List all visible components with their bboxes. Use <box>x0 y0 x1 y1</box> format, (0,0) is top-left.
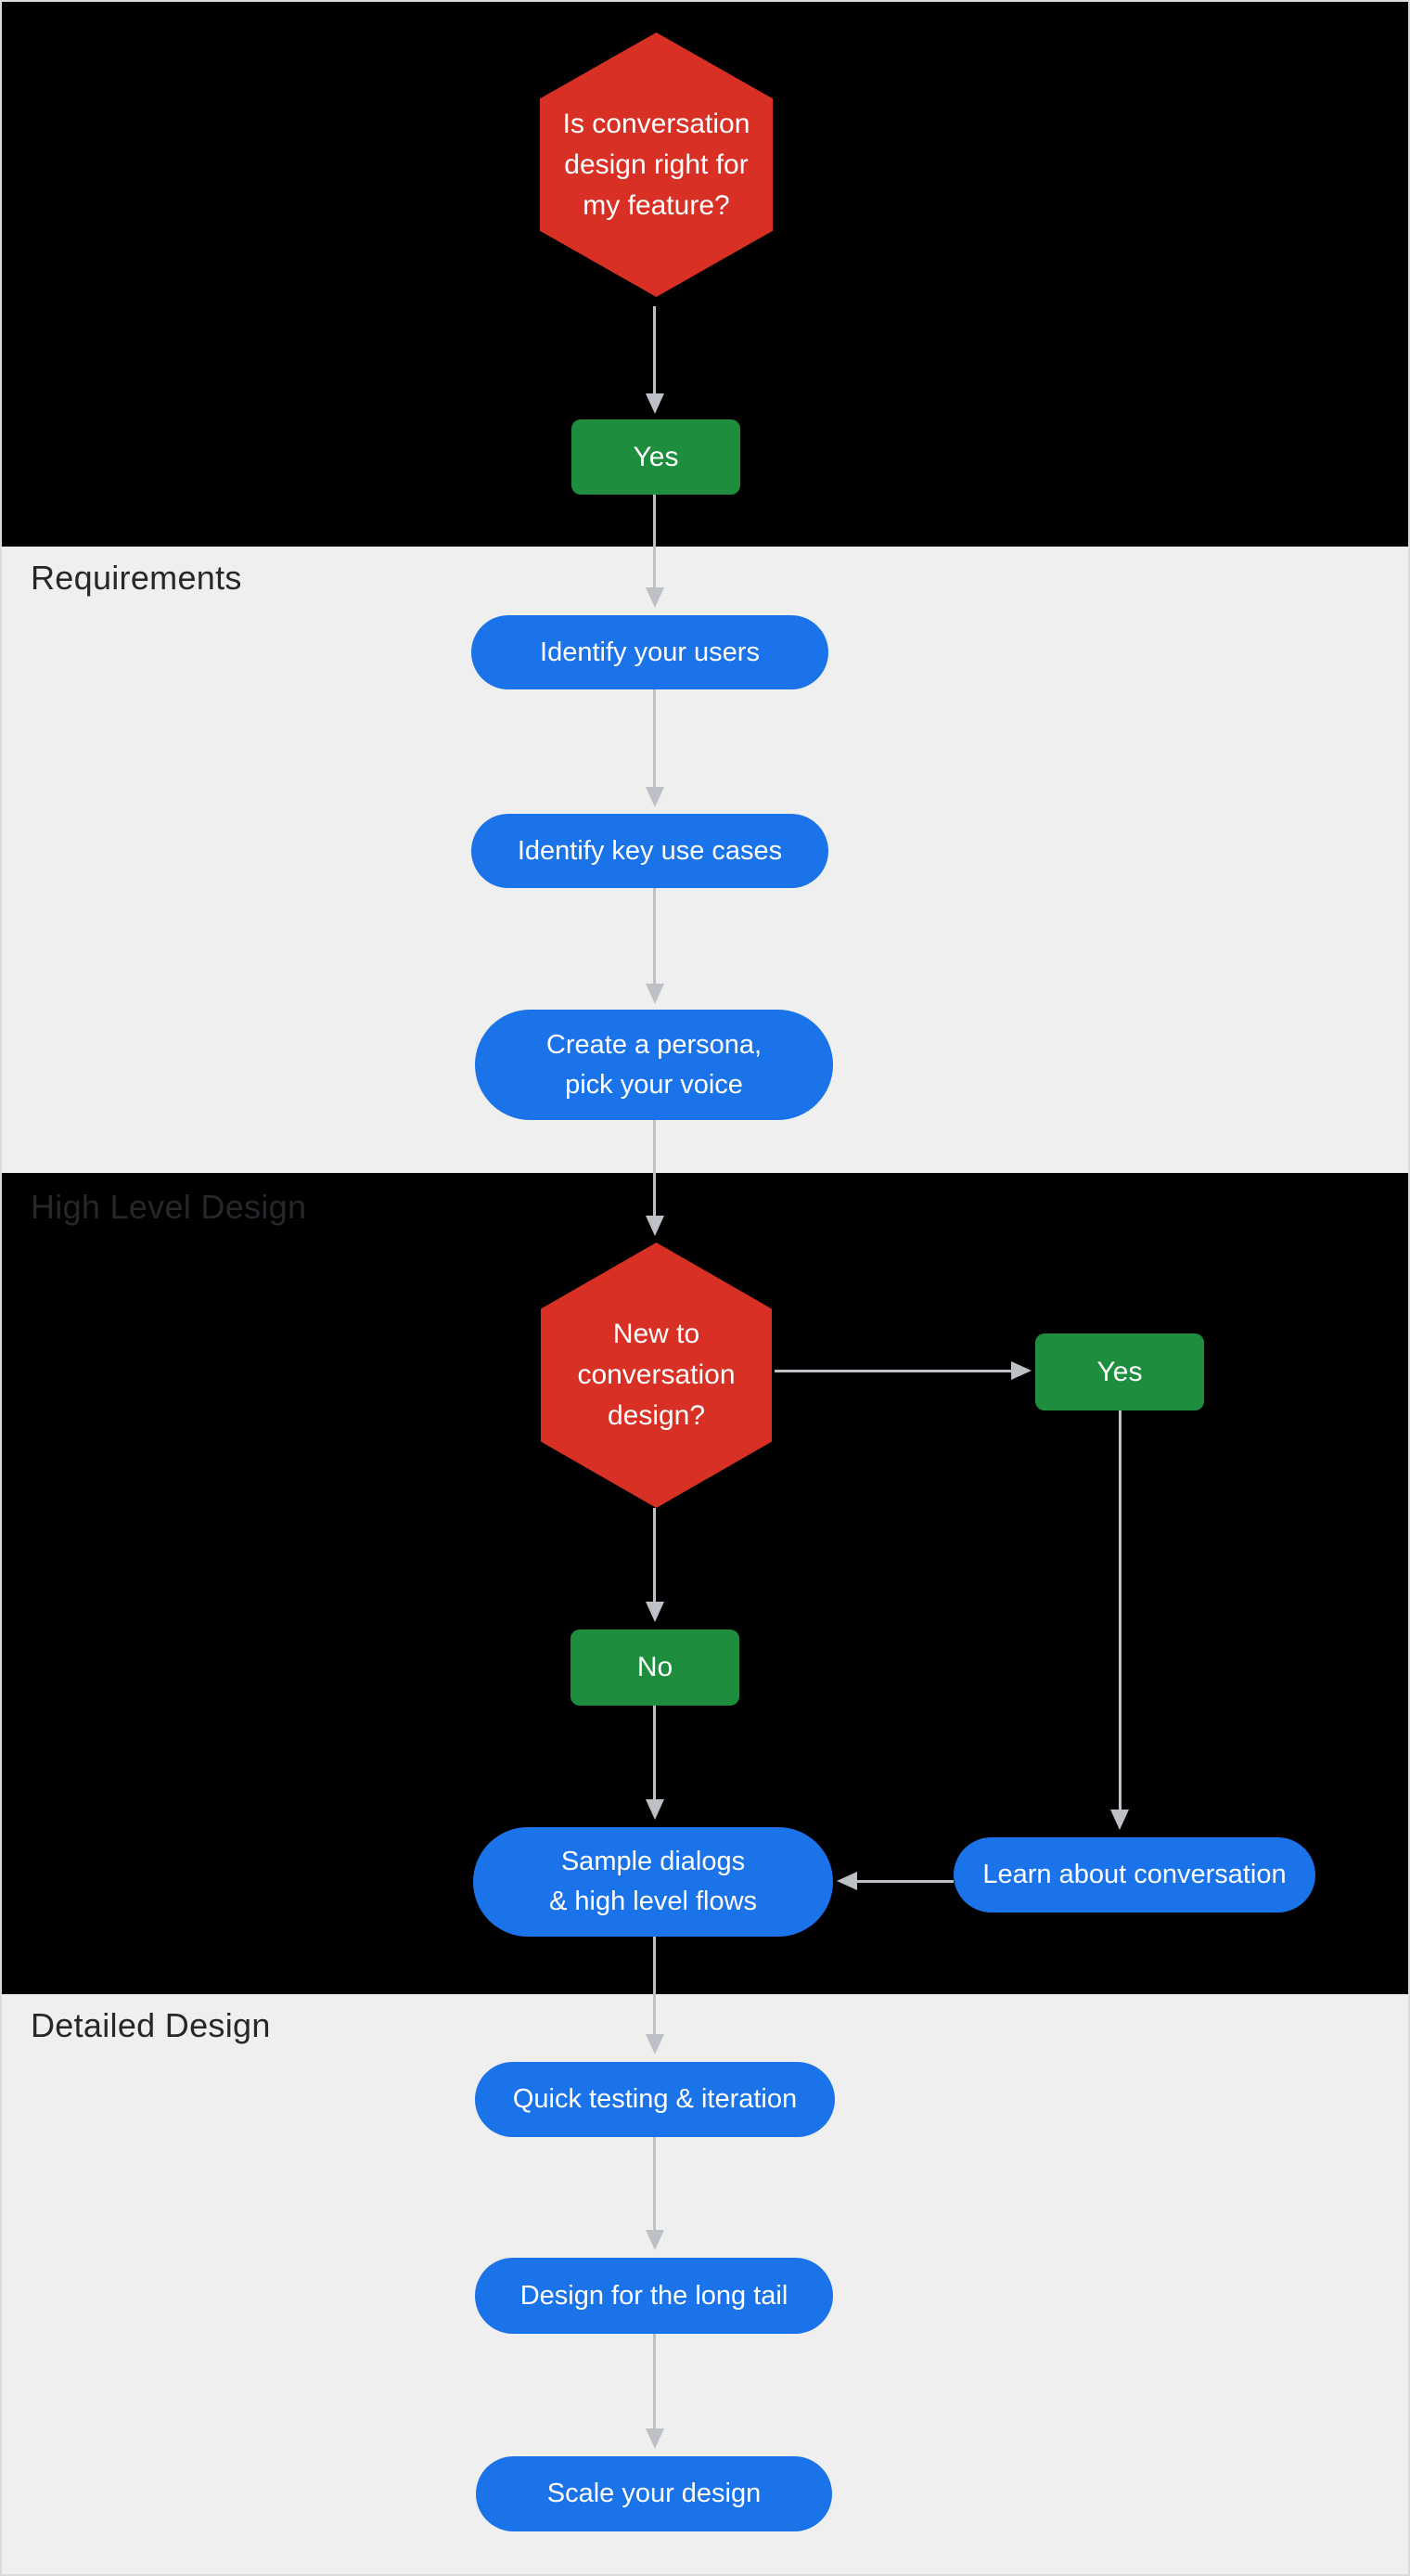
arrow-quick-to-longtail-head-icon <box>646 2230 664 2250</box>
decision-text-line: New to <box>612 1319 700 1349</box>
arrow-yes-to-identify-users-line <box>653 495 656 587</box>
arrow-learn-to-sample-line <box>857 1880 954 1883</box>
step-create-a-persona: Create a persona, pick your voice <box>475 1010 833 1120</box>
arrow-users-to-use-cases-line <box>653 689 656 787</box>
arrow-longtail-to-scale-line <box>653 2334 656 2428</box>
decision-text-line: my feature? <box>583 189 730 221</box>
arrow-yes-to-identify-users-head-icon <box>646 587 664 608</box>
step-text-line: pick your voice <box>565 1069 743 1100</box>
arrow-qnew-to-no-line <box>653 1508 656 1602</box>
decision-text-line: design? <box>607 1400 706 1431</box>
arrow-use-cases-to-persona-head-icon <box>646 984 664 1004</box>
decision-text-line: Is conversation <box>562 108 750 139</box>
arrow-use-cases-to-persona-line <box>653 888 656 984</box>
arrow-qnew-to-yes-line <box>775 1370 1011 1372</box>
arrow-sample-to-quick-line <box>653 1937 656 2034</box>
arrow-users-to-use-cases-head-icon <box>646 787 664 807</box>
arrow-qnew-to-no-head-icon <box>646 1602 664 1622</box>
step-text-line: Sample dialogs <box>560 1847 746 1876</box>
arrow-yes-to-learn-head-icon <box>1110 1810 1129 1830</box>
step-text-line: & high level flows <box>548 1887 758 1916</box>
arrow-qnew-to-yes-head-icon <box>1011 1361 1032 1380</box>
arrow-longtail-to-scale-head-icon <box>646 2428 664 2449</box>
arrow-qfeature-to-yes-head-icon <box>646 393 664 414</box>
high-level-design-section-label: High Level Design <box>31 1188 307 1226</box>
arrow-sample-to-quick-head-icon <box>646 2034 664 2054</box>
requirements-section-label: Requirements <box>31 559 242 597</box>
arrow-qfeature-to-yes-line <box>653 306 656 395</box>
answer-yes-feature: Yes <box>571 419 740 495</box>
arrow-no-to-sample-line <box>653 1706 656 1799</box>
decision-text-line: design right for <box>564 148 749 180</box>
arrow-yes-to-learn-line <box>1119 1410 1122 1810</box>
arrow-persona-to-qnew-line <box>653 1120 656 1216</box>
answer-yes-new: Yes <box>1035 1333 1204 1410</box>
detailed-design-section-label: Detailed Design <box>31 2006 271 2044</box>
step-sample-dialogs: Sample dialogs & high level flows <box>473 1827 833 1937</box>
step-scale-your-design: Scale your design <box>476 2456 832 2531</box>
arrow-no-to-sample-head-icon <box>646 1799 664 1820</box>
step-learn-about-conversation: Learn about conversation <box>954 1837 1315 1913</box>
answer-no-new: No <box>570 1629 739 1706</box>
step-text-line: Create a persona, <box>545 1029 763 1060</box>
step-identify-your-users: Identify your users <box>471 615 828 689</box>
step-design-for-long-tail: Design for the long tail <box>475 2258 833 2334</box>
decision-text-line: conversation <box>577 1359 736 1390</box>
arrow-quick-to-longtail-line <box>653 2137 656 2230</box>
step-identify-key-use-cases: Identify key use cases <box>471 814 828 888</box>
arrow-persona-to-qnew-head-icon <box>646 1216 664 1236</box>
step-quick-testing-iteration: Quick testing & iteration <box>475 2062 835 2137</box>
arrow-learn-to-sample-head-icon <box>837 1872 857 1890</box>
